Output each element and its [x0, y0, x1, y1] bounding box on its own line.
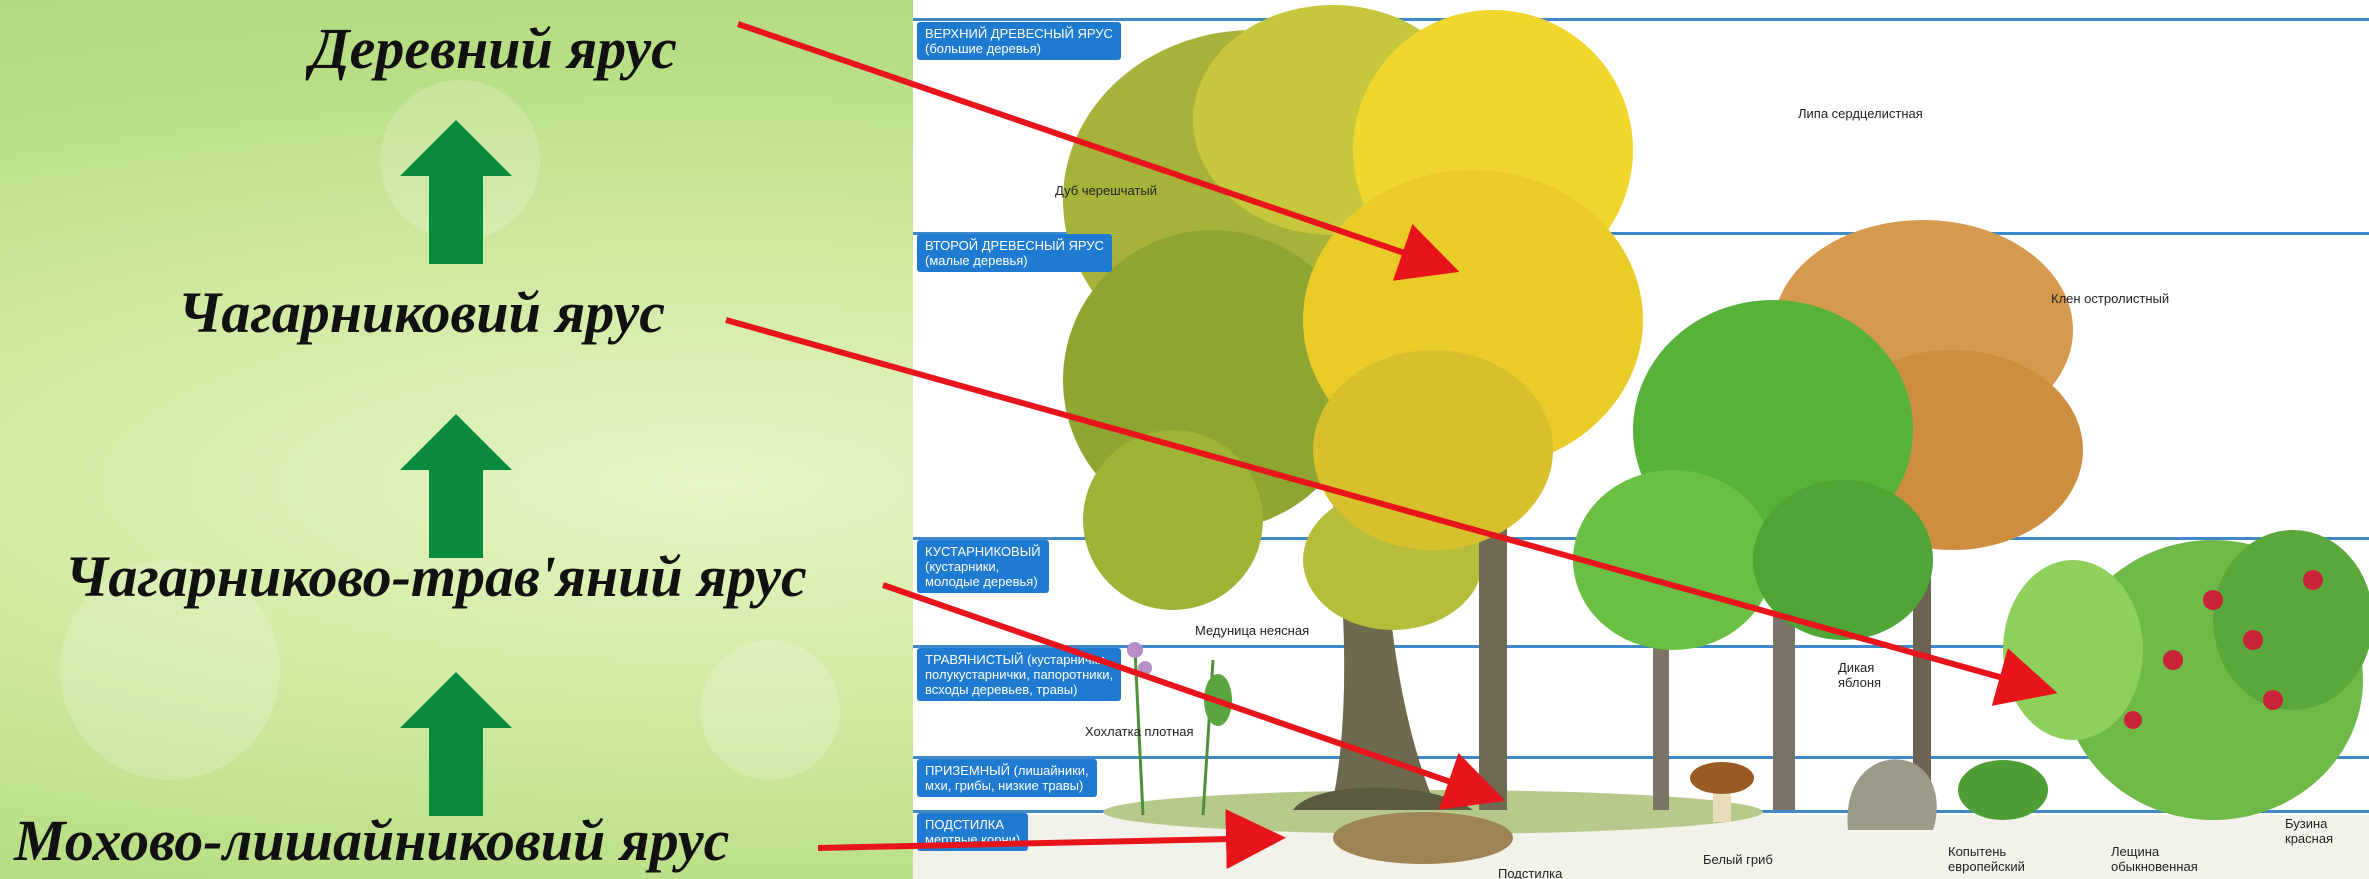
- mushroom: [1690, 762, 1754, 822]
- plant-label-mushroom: Белый гриб: [1703, 852, 1773, 867]
- plant-label-apple: Дикая яблоня: [1838, 660, 1882, 690]
- forest-illustration: ВЕРХНИЙ ДРЕВЕСНЫЙ ЯРУС(большие деревья) …: [913, 0, 2369, 879]
- tier-tag-ground: ПРИЗЕМНЫЙ (лишайники,мхи, грибы, низкие …: [917, 759, 1097, 797]
- pointer-arrow-moss: [817, 809, 1286, 870]
- plant-label-asarum: Копытень европейский: [1948, 844, 2025, 874]
- tier-tag-shrub: КУСТАРНИКОВЫЙ(кустарники,молодые деревья…: [917, 540, 1049, 593]
- up-arrow-icon: [400, 120, 512, 264]
- leaf-litter: [1333, 812, 1513, 864]
- tier-line: [913, 756, 2369, 759]
- plant-label-elder: Бузина красная: [2285, 816, 2334, 846]
- elder-shrub: [2063, 530, 2369, 820]
- tier-line: [913, 18, 2369, 21]
- pointer-arrow-tree: [737, 21, 1460, 281]
- asarum-plant: [1958, 760, 2048, 820]
- plant-label-litter: Подстилка: [1498, 866, 1563, 879]
- plant-label-maple: Клен остролистный: [2051, 291, 2170, 306]
- tier-tag-second-tree: ВТОРОЙ ДРЕВЕСНЫЙ ЯРУС(малые деревья): [917, 234, 1112, 272]
- plant-label-lungwort: Медуница неясная: [1195, 623, 1310, 638]
- rock: [1847, 759, 1937, 830]
- plant-label-hazel: Лещина обыкновенная: [2111, 844, 2198, 874]
- layer-label-moss-lichen: Мохово-лишайниковий ярус: [14, 808, 730, 873]
- pointer-arrow-shrub-grass: [882, 582, 1506, 810]
- pointer-arrow-shrub: [725, 317, 2058, 706]
- tier-tag-upper-tree: ВЕРХНИЙ ДРЕВЕСНЫЙ ЯРУС(большие деревья): [917, 22, 1121, 60]
- plant-label-oak: Дуб черешчатый: [1055, 183, 1157, 198]
- layer-label-tree: Деревний ярус: [310, 16, 677, 81]
- apple-tree: [1573, 300, 1933, 810]
- up-arrow-icon: [400, 672, 512, 816]
- bokeh-light: [60, 560, 280, 780]
- tier-line: [913, 645, 2369, 648]
- tier-line: [913, 232, 2369, 235]
- forest-art: [913, 5, 2369, 879]
- plant-label-corydalis: Хохлатка плотная: [1085, 724, 1194, 739]
- bokeh-light: [700, 640, 840, 780]
- layer-label-shrub: Чагарниковий ярус: [178, 280, 665, 345]
- plant-label-linden: Липа сердцелистная: [1798, 106, 1923, 121]
- up-arrow-icon: [400, 414, 512, 558]
